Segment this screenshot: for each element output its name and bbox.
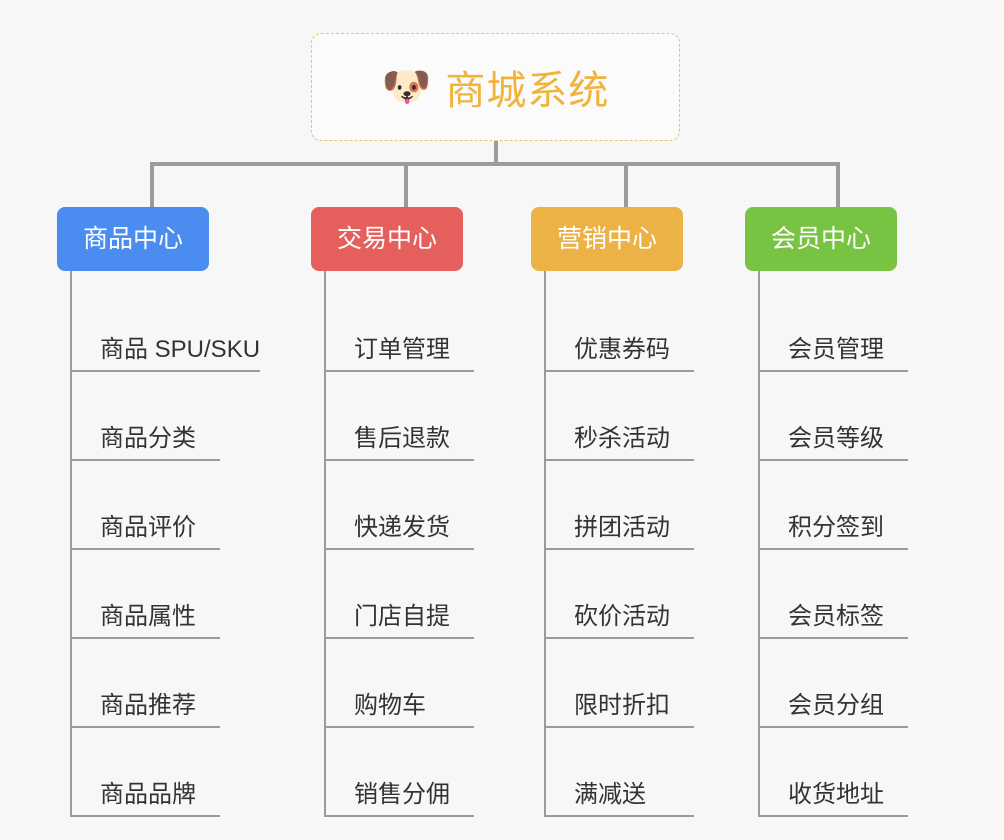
leaf-label: 会员等级 xyxy=(788,425,884,452)
leaf-label: 快递发货 xyxy=(354,514,450,541)
leaf-label: 拼团活动 xyxy=(574,514,670,541)
branch-marketing-center: 营销中心 优惠券码 秒杀活动 拼团活动 砍价活动 限时折扣 满减送 xyxy=(531,207,694,817)
leaf-item[interactable]: 商品属性 xyxy=(70,550,220,639)
leaf-label: 商品评价 xyxy=(100,514,196,541)
leaf-item[interactable]: 限时折扣 xyxy=(544,639,694,728)
leaf-item[interactable]: 收货地址 xyxy=(758,728,908,817)
root-node[interactable]: 🐶 商城系统 xyxy=(311,33,680,141)
leaf-label: 商品 SPU/SKU xyxy=(100,336,261,363)
leaf-label: 会员分组 xyxy=(788,692,884,719)
leaf-item[interactable]: 销售分佣 xyxy=(324,728,474,817)
leaf-label: 销售分佣 xyxy=(354,781,450,808)
leaf-item[interactable]: 优惠券码 xyxy=(544,283,694,372)
leaf-label: 门店自提 xyxy=(354,603,450,630)
branch-product-center: 商品中心 商品 SPU/SKU 商品分类 商品评价 商品属性 商品推荐 商品品牌 xyxy=(57,207,261,817)
leaf-list-member-center: 会员管理 会员等级 积分签到 会员标签 会员分组 收货地址 xyxy=(758,271,908,817)
leaf-item[interactable]: 拼团活动 xyxy=(544,461,694,550)
leaf-label: 会员标签 xyxy=(788,603,884,630)
branch-header-product-center[interactable]: 商品中心 xyxy=(57,207,210,271)
leaf-item[interactable]: 订单管理 xyxy=(324,283,474,372)
leaf-item[interactable]: 满减送 xyxy=(544,728,694,817)
leaf-label: 购物车 xyxy=(354,692,426,719)
leaf-label: 砍价活动 xyxy=(574,603,670,630)
leaf-item[interactable]: 门店自提 xyxy=(324,550,474,639)
leaf-item[interactable]: 商品评价 xyxy=(70,461,220,550)
leaf-label: 订单管理 xyxy=(354,336,450,363)
leaf-item[interactable]: 会员分组 xyxy=(758,639,908,728)
leaf-label: 秒杀活动 xyxy=(574,425,670,452)
leaf-item[interactable]: 商品 SPU/SKU xyxy=(70,283,261,372)
connector-drop-4 xyxy=(836,162,840,207)
leaf-item[interactable]: 积分签到 xyxy=(758,461,908,550)
leaf-label: 满减送 xyxy=(574,781,646,808)
dog-face-icon: 🐶 xyxy=(381,64,432,110)
connector-root-stem xyxy=(494,141,498,165)
leaf-list-trade-center: 订单管理 售后退款 快递发货 门店自提 购物车 销售分佣 xyxy=(324,271,474,817)
leaf-label: 商品推荐 xyxy=(100,692,196,719)
leaf-label: 售后退款 xyxy=(354,425,450,452)
root-title: 商城系统 xyxy=(445,69,610,113)
leaf-item[interactable]: 砍价活动 xyxy=(544,550,694,639)
branch-header-marketing-center[interactable]: 营销中心 xyxy=(531,207,684,271)
leaf-label: 商品属性 xyxy=(100,603,196,630)
branch-header-trade-center[interactable]: 交易中心 xyxy=(311,207,464,271)
leaf-item[interactable]: 商品分类 xyxy=(70,372,220,461)
leaf-label: 会员管理 xyxy=(788,336,884,363)
branch-member-center: 会员中心 会员管理 会员等级 积分签到 会员标签 会员分组 收货地址 xyxy=(745,207,908,817)
leaf-item[interactable]: 售后退款 xyxy=(324,372,474,461)
branch-trade-center: 交易中心 订单管理 售后退款 快递发货 门店自提 购物车 销售分佣 xyxy=(311,207,474,817)
leaf-label: 收货地址 xyxy=(788,781,884,808)
leaf-label: 限时折扣 xyxy=(574,692,670,719)
leaf-label: 积分签到 xyxy=(788,514,884,541)
connector-drop-1 xyxy=(150,162,154,207)
leaf-item[interactable]: 会员标签 xyxy=(758,550,908,639)
leaf-item[interactable]: 商品推荐 xyxy=(70,639,220,728)
connector-bus xyxy=(150,162,840,166)
leaf-item[interactable]: 商品品牌 xyxy=(70,728,220,817)
leaf-item[interactable]: 会员等级 xyxy=(758,372,908,461)
connector-drop-3 xyxy=(624,162,628,207)
leaf-list-product-center: 商品 SPU/SKU 商品分类 商品评价 商品属性 商品推荐 商品品牌 xyxy=(70,271,261,817)
branch-header-member-center[interactable]: 会员中心 xyxy=(745,207,898,271)
leaf-label: 商品分类 xyxy=(100,425,196,452)
connector-drop-2 xyxy=(404,162,408,207)
leaf-label: 商品品牌 xyxy=(100,781,196,808)
leaf-item[interactable]: 快递发货 xyxy=(324,461,474,550)
leaf-item[interactable]: 秒杀活动 xyxy=(544,372,694,461)
leaf-item[interactable]: 会员管理 xyxy=(758,283,908,372)
leaf-list-marketing-center: 优惠券码 秒杀活动 拼团活动 砍价活动 限时折扣 满减送 xyxy=(544,271,694,817)
leaf-item[interactable]: 购物车 xyxy=(324,639,474,728)
leaf-label: 优惠券码 xyxy=(574,336,670,363)
